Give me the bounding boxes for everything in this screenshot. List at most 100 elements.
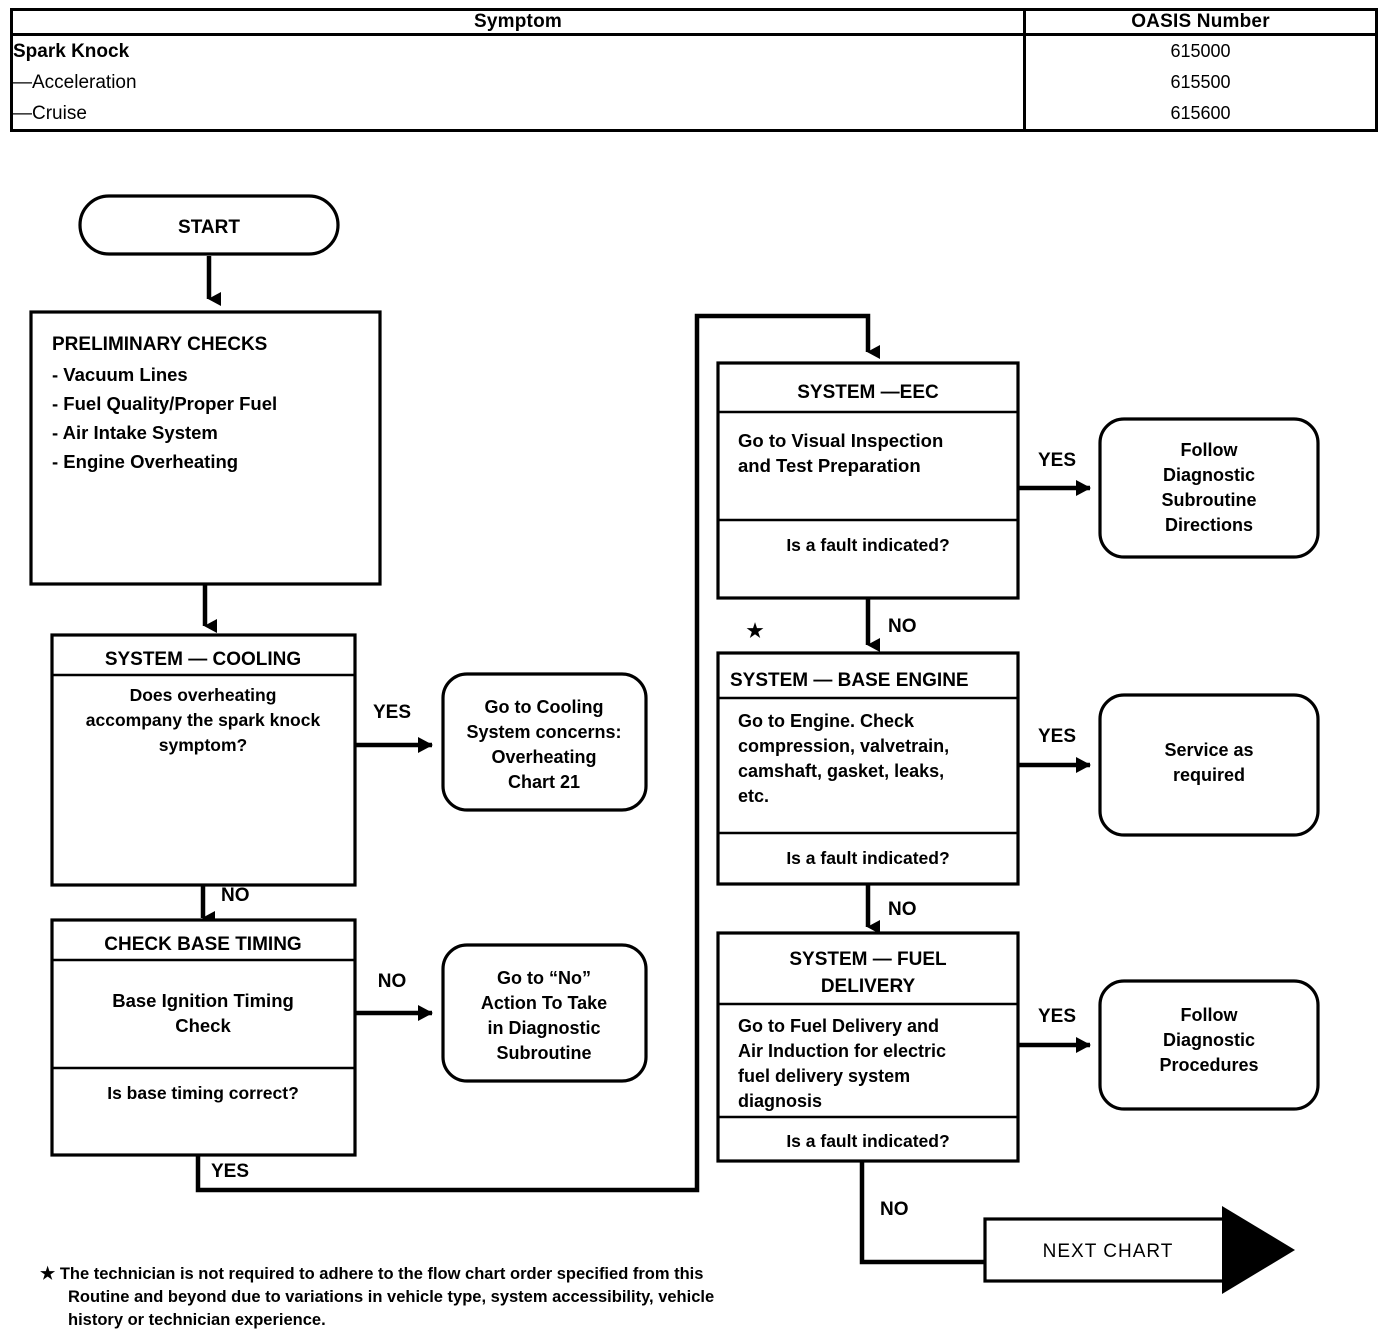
fuel-delivery-body-3: diagnosis — [738, 1091, 822, 1111]
base-timing-result-line-2: in Diagnostic — [487, 1018, 600, 1038]
base-timing-yes-label: YES — [211, 1161, 249, 1182]
cooling-result-node: Go to Cooling System concerns: Overheati… — [441, 672, 648, 812]
oasis-row-2: 615600 — [1170, 103, 1231, 123]
fuel-delivery-question: Is a fault indicated? — [786, 1131, 949, 1151]
connector-base-timing-yes-loop — [195, 313, 880, 1193]
column-header-oasis: OASIS Number — [1023, 8, 1378, 36]
base-timing-question: Is base timing correct? — [107, 1083, 299, 1103]
oasis-row-0: 615000 — [1170, 41, 1231, 61]
base-timing-result-line-0: Go to “No” — [497, 968, 591, 988]
eec-result-line-3: Directions — [1165, 515, 1253, 535]
cooling-box: SYSTEM — COOLING Does overheating accomp… — [50, 633, 357, 887]
base-timing-no-label: NO — [378, 971, 407, 992]
table-header-row: Symptom OASIS Number — [10, 8, 1378, 36]
fuel-delivery-yes-label: YES — [1038, 1006, 1076, 1027]
cooling-shape — [50, 633, 357, 887]
base-engine-body-3: etc. — [738, 786, 769, 806]
fuel-delivery-title-1: DELIVERY — [821, 976, 916, 997]
base-engine-box: SYSTEM — BASE ENGINE Go to Engine. Check… — [716, 651, 1020, 886]
base-engine-question: Is a fault indicated? — [786, 848, 949, 868]
footnote-block: ★ The technician is not required to adhe… — [40, 1262, 1000, 1332]
start-node: START — [78, 194, 340, 256]
cooling-result-line-0: Go to Cooling — [485, 697, 604, 717]
fuel-delivery-result-shape — [1098, 979, 1320, 1111]
base-timing-title: CHECK BASE TIMING — [104, 934, 301, 955]
eec-body-1: and Test Preparation — [738, 455, 921, 476]
eec-yes-label: YES — [1038, 450, 1076, 471]
base-timing-result-line-1: Action To Take — [481, 993, 607, 1013]
symptom-cell: Spark Knock —Acceleration —Cruise — [10, 33, 1026, 132]
fuel-delivery-body-0: Go to Fuel Delivery and — [738, 1016, 939, 1036]
eec-shape — [716, 361, 1020, 600]
fuel-delivery-result-line-0: Follow — [1181, 1005, 1239, 1025]
preliminary-checks-box: PRELIMINARY CHECKS - Vacuum Lines - Fuel… — [29, 310, 382, 586]
base-engine-shape — [716, 651, 1020, 886]
cooling-result-shape — [441, 672, 648, 812]
fuel-delivery-shape — [716, 931, 1020, 1163]
symptom-row-0: Spark Knock — [13, 41, 130, 62]
fuel-delivery-box: SYSTEM — FUEL DELIVERY Go to Fuel Delive… — [716, 931, 1020, 1163]
eec-no-label: NO — [888, 616, 917, 637]
next-chart-label: NEXT CHART — [1043, 1241, 1174, 1262]
connector-fuel-delivery-no-to-next — [859, 1161, 985, 1265]
base-engine-result-line-0: Service as — [1164, 740, 1253, 760]
preliminary-title: PRELIMINARY CHECKS — [52, 334, 267, 355]
symptom-oasis-table: Symptom OASIS Number Spark Knock —Accele… — [10, 8, 1378, 132]
preliminary-item-1: - Fuel Quality/Proper Fuel — [52, 393, 277, 414]
base-timing-body-1: Check — [175, 1015, 231, 1036]
footnote-line-0: The technician is not required to adhere… — [59, 1265, 704, 1283]
footnote-line-1: Routine and beyond due to variations in … — [68, 1288, 715, 1306]
start-label: START — [178, 217, 240, 238]
eec-result-shape — [1098, 417, 1320, 559]
base-engine-yes-label: YES — [1038, 726, 1076, 747]
cooling-result-line-2: Overheating — [491, 747, 596, 767]
eec-result-line-1: Diagnostic — [1163, 465, 1255, 485]
footnote-star-icon: ★ — [40, 1264, 56, 1283]
cooling-result-line-1: System concerns: — [466, 722, 621, 742]
cooling-title: SYSTEM — COOLING — [105, 649, 301, 670]
start-shape — [78, 194, 340, 256]
base-engine-result-node: Service as required — [1098, 693, 1320, 837]
eec-box: SYSTEM —EEC Go to Visual Inspection and … — [716, 361, 1020, 600]
base-engine-title: SYSTEM — BASE ENGINE — [730, 670, 969, 691]
base-engine-no-label: NO — [888, 899, 917, 920]
base-timing-box: CHECK BASE TIMING Base Ignition Timing C… — [50, 918, 357, 1157]
eec-result-node: Follow Diagnostic Subroutine Directions — [1098, 417, 1320, 559]
cooling-result-line-3: Chart 21 — [508, 772, 580, 792]
base-timing-body-0: Base Ignition Timing — [112, 990, 294, 1011]
eec-result-line-2: Subroutine — [1162, 490, 1257, 510]
base-engine-result-shape — [1098, 693, 1320, 837]
fuel-delivery-body-2: fuel delivery system — [738, 1066, 910, 1086]
oasis-row-1: 615500 — [1170, 72, 1231, 92]
base-timing-shape — [50, 918, 357, 1157]
base-timing-result-line-3: Subroutine — [497, 1043, 592, 1063]
base-timing-result-shape — [441, 943, 648, 1083]
oasis-cell: 615000 615500 615600 — [1023, 33, 1378, 132]
cooling-no-label: NO — [221, 885, 250, 906]
base-engine-body-2: camshaft, gasket, leaks, — [738, 761, 944, 781]
preliminary-item-3: - Engine Overheating — [52, 451, 238, 472]
next-chart-banner[interactable]: NEXT CHART — [983, 1206, 1295, 1294]
column-header-symptom: Symptom — [10, 8, 1026, 36]
fuel-delivery-title-0: SYSTEM — FUEL — [789, 949, 947, 970]
preliminary-item-2: - Air Intake System — [52, 422, 218, 443]
preliminary-item-0: - Vacuum Lines — [52, 364, 188, 385]
base-engine-body-0: Go to Engine. Check — [738, 711, 915, 731]
star-marker-icon: ★ — [746, 621, 763, 642]
cooling-body-2: symptom? — [159, 735, 247, 755]
table-body-row: Spark Knock —Acceleration —Cruise 615000… — [10, 33, 1378, 132]
base-engine-body-1: compression, valvetrain, — [738, 736, 949, 756]
cooling-body-0: Does overheating — [130, 685, 277, 705]
base-engine-result-line-1: required — [1173, 765, 1245, 785]
eec-title: SYSTEM —EEC — [797, 382, 939, 403]
eec-result-line-0: Follow — [1181, 440, 1239, 460]
fuel-delivery-result-line-2: Procedures — [1159, 1055, 1258, 1075]
cooling-yes-label: YES — [373, 702, 411, 723]
cooling-body-1: accompany the spark knock — [86, 710, 321, 730]
fuel-delivery-result-line-1: Diagnostic — [1163, 1030, 1255, 1050]
eec-body-0: Go to Visual Inspection — [738, 430, 943, 451]
base-timing-result-node: Go to “No” Action To Take in Diagnostic … — [441, 943, 648, 1083]
eec-question: Is a fault indicated? — [786, 535, 949, 555]
symptom-row-2: —Cruise — [13, 103, 87, 124]
